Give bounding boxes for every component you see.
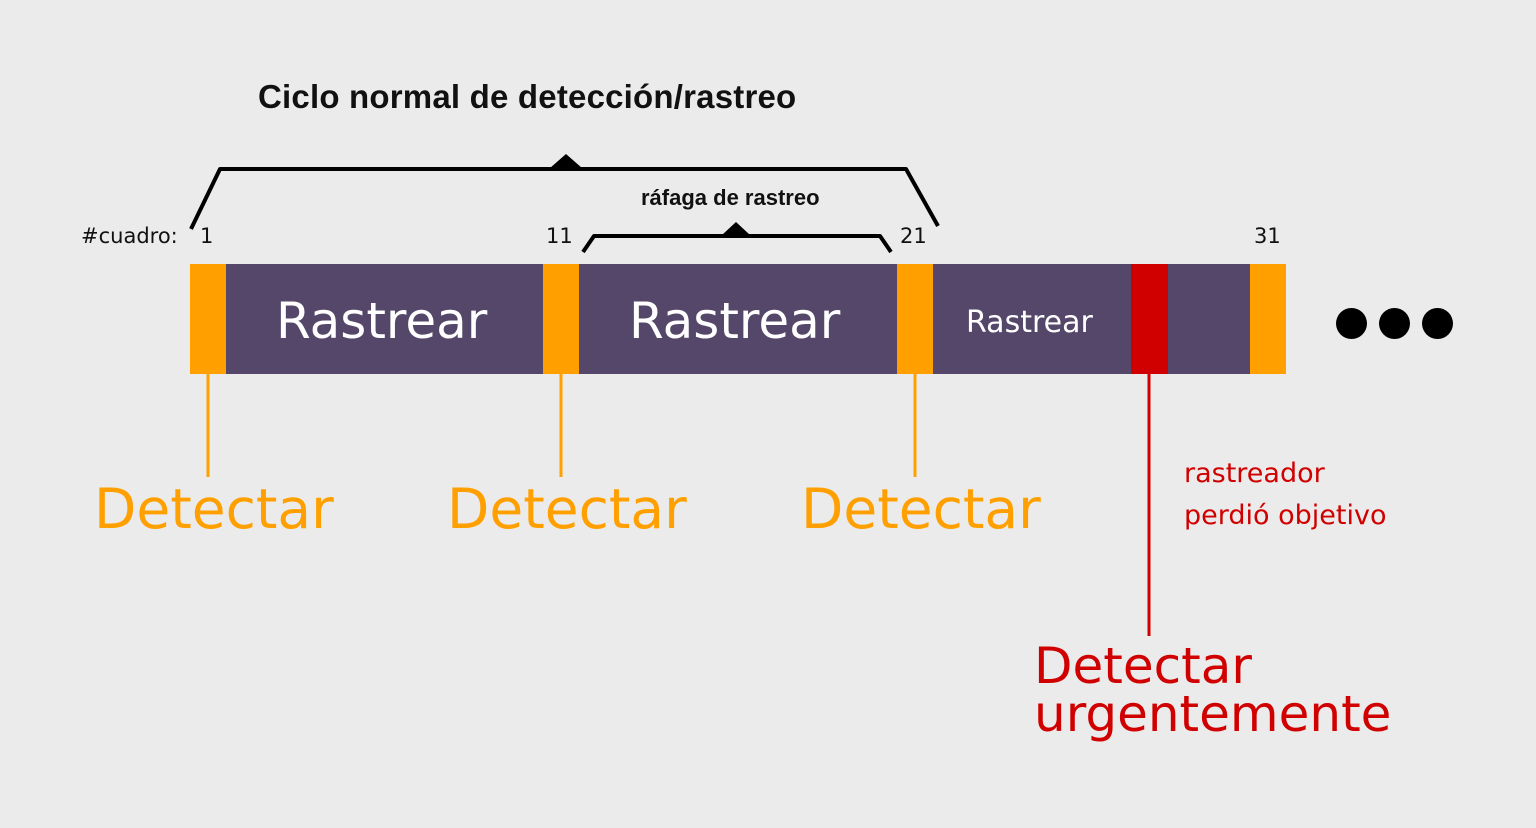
cycle-bracket xyxy=(189,167,940,230)
detect-frame-11 xyxy=(543,264,579,374)
detect-frame-21 xyxy=(897,264,933,374)
timeline-bar xyxy=(190,264,1286,374)
tracker-lost-line-1: rastreador xyxy=(1184,458,1325,489)
frame-number-1: 1 xyxy=(200,224,214,248)
burst-label: ráfaga de rastreo xyxy=(641,185,820,210)
frame-label: #cuadro: xyxy=(81,224,178,248)
burst-bracket xyxy=(581,234,893,254)
track-label-2: Rastrear xyxy=(629,292,841,350)
track-label-3: Rastrear xyxy=(966,305,1093,340)
diagram-title: Ciclo normal de detección/rastreo xyxy=(258,78,797,115)
urgent-detect-line-1: Detectar xyxy=(1034,637,1252,695)
detect-frame-1 xyxy=(190,264,226,374)
cycle-bracket-peak xyxy=(550,154,582,168)
frame-number-21: 21 xyxy=(900,224,927,248)
more-dot-icon xyxy=(1379,308,1410,339)
tracker-lost-note: rastreador perdió objetivo xyxy=(1184,453,1386,537)
detect-frame-31 xyxy=(1250,264,1286,374)
frame-number-31: 31 xyxy=(1254,224,1281,248)
track-segment-3 xyxy=(933,264,1250,374)
track-segment-2 xyxy=(579,264,897,374)
track-label-1: Rastrear xyxy=(276,292,488,350)
frame-number-11: 11 xyxy=(546,224,573,248)
urgent-detect-label: Detectar urgentemente xyxy=(1034,637,1392,743)
detect-label-1: Detectar xyxy=(94,477,334,541)
detect-label-3: Detectar xyxy=(801,477,1041,541)
detect-label-2: Detectar xyxy=(447,477,687,541)
track-segment-1 xyxy=(226,264,543,374)
more-dot-icon xyxy=(1336,308,1367,339)
urgent-detect-frame xyxy=(1131,264,1168,374)
burst-bracket-peak xyxy=(722,222,750,235)
urgent-detect-line-2: urgentemente xyxy=(1034,685,1392,743)
more-dot-icon xyxy=(1422,308,1453,339)
tracker-lost-line-2: perdió objetivo xyxy=(1184,500,1387,531)
